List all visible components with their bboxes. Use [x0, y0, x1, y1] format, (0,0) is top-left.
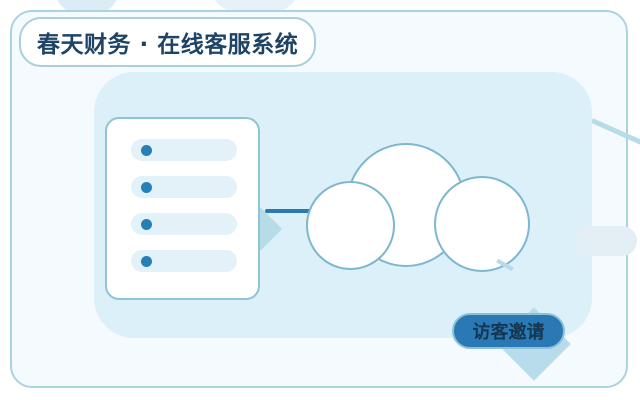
visitor-invite-button[interactable]: 访客邀请: [452, 313, 565, 349]
bullet-icon: [141, 145, 152, 156]
cloud-lobe: [434, 176, 530, 272]
decorative-pill: [573, 226, 637, 256]
list-item: [131, 250, 237, 272]
bullet-icon: [141, 219, 152, 230]
list-item: [131, 213, 237, 235]
page-title: 春天财务 · 在线客服系统: [37, 32, 299, 58]
connector-line: [265, 209, 331, 213]
cloud-lobe: [306, 181, 395, 270]
bullet-icon: [141, 182, 152, 193]
bullet-icon: [141, 256, 152, 267]
contact-list-icon: [105, 117, 260, 300]
header-title-pill: 春天财务 · 在线客服系统: [19, 17, 317, 67]
list-item: [131, 176, 237, 198]
visitor-invite-label: 访客邀请: [472, 322, 545, 343]
list-item: [131, 139, 237, 161]
